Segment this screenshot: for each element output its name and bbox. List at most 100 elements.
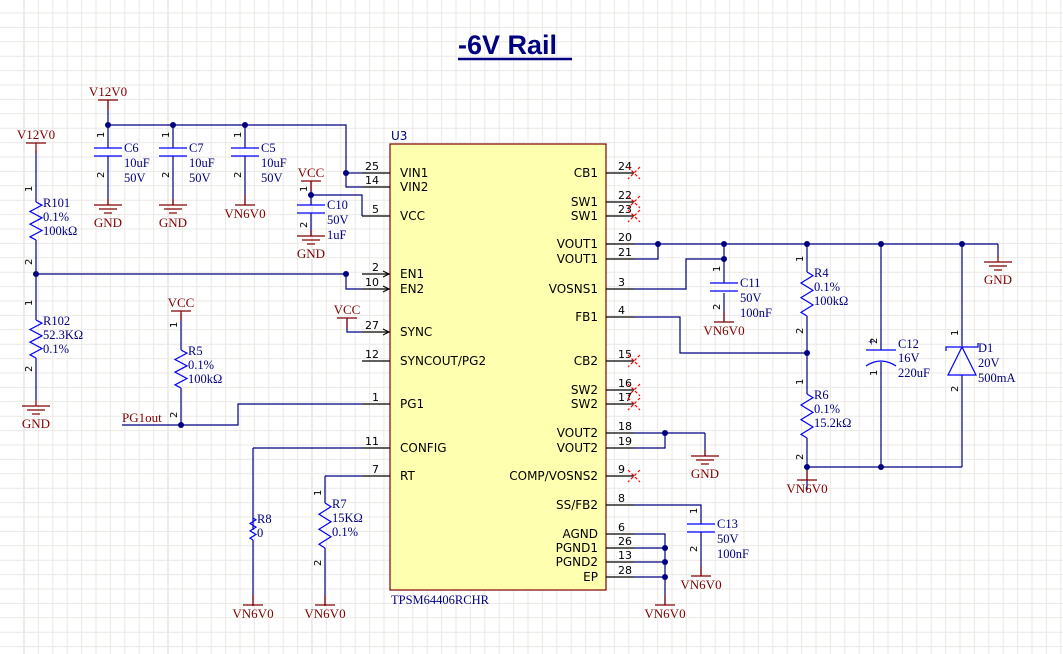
wire-fb1 — [634, 316, 807, 354]
resistor-value: 0.1% — [188, 358, 214, 372]
pin-number: 26 — [618, 535, 632, 548]
pin-number: 17 — [618, 391, 632, 404]
pin-number-marker: 1 — [96, 132, 107, 138]
no-connect-icon — [627, 354, 641, 368]
diode-d1[interactable]: D1 20V 500mA — [945, 341, 1016, 385]
junction-dot — [662, 574, 668, 580]
wire-vout2-b — [634, 433, 666, 449]
pin-number: 21 — [618, 246, 632, 259]
pin-number: 18 — [618, 420, 632, 433]
pin-number-marker: 2 — [299, 222, 310, 228]
junction-dot — [662, 559, 668, 565]
cap-ref: C6 — [124, 141, 139, 155]
title-text: -6V Rail — [458, 30, 557, 60]
pin-name: VIN2 — [400, 180, 428, 194]
ic-pin-right[interactable]: 8SS/FB2 — [556, 492, 634, 512]
resistor-ref: R5 — [188, 344, 203, 358]
pin-number: 23 — [618, 203, 632, 216]
pin-number: 20 — [618, 231, 632, 244]
pin-number-marker: 1 — [795, 379, 806, 385]
power-port-label: VCC — [298, 165, 325, 180]
wire-vin-bus — [108, 124, 362, 188]
ic-ref: U3 — [391, 129, 407, 143]
pin-number: 7 — [372, 463, 379, 476]
resistor-r6[interactable]: R60.1%15.2kΩ — [799, 388, 851, 439]
power-port-vn6v0: VN6V0 — [703, 312, 745, 338]
resistor-value2: 100kΩ — [814, 294, 848, 308]
resistor-value2: 100kΩ — [43, 224, 77, 238]
pin-number: 24 — [618, 160, 632, 173]
ic-pin-right[interactable]: 18 VOUT2 — [557, 420, 634, 440]
pin-number-marker: 2 — [161, 172, 172, 178]
pin-number: 25 — [365, 160, 379, 173]
resistor-zigzag — [799, 393, 815, 439]
pin-number-marker: 1 — [24, 186, 35, 192]
capacitor-c12[interactable]: + C12 16V 220uF — [865, 335, 930, 380]
junction-dot — [804, 464, 810, 470]
cap-rating: 100nF — [717, 547, 749, 561]
pin-name: COMP/VOSNS2 — [509, 469, 598, 483]
cap-ref: C10 — [327, 198, 348, 212]
pin-number: 19 — [618, 435, 632, 448]
resistor-r8[interactable]: R80 — [248, 512, 272, 541]
c12-plate-curved — [865, 360, 897, 367]
resistor-value2: 100kΩ — [188, 372, 222, 386]
gnd-label: GND — [691, 466, 719, 481]
pin-name: AGND — [562, 527, 598, 541]
pin-number-marker: 1 — [233, 132, 244, 138]
power-port-label: VN6V0 — [224, 206, 265, 221]
resistor-r5[interactable]: R50.1%100kΩ — [173, 344, 222, 389]
input-arrow-icon — [382, 270, 391, 278]
power-port-vn6v0: VN6V0 — [304, 595, 346, 621]
cap-rating: 1uF — [327, 228, 347, 242]
ic-pin-right[interactable]: 26 PGND1 — [556, 535, 634, 555]
pin-number-marker: 2 — [233, 172, 244, 178]
resistor-value2: 0.1% — [332, 525, 358, 539]
pin-name: CONFIG — [400, 441, 447, 455]
pin-name: PGND1 — [556, 541, 598, 555]
pin-number: 5 — [372, 203, 379, 216]
pin-number-marker: 1 — [24, 300, 35, 306]
no-connect-icon — [627, 166, 641, 180]
no-connect-icon — [627, 469, 641, 483]
resistor-r4[interactable]: R40.1%100kΩ — [799, 266, 848, 317]
pin-name: VOUT2 — [557, 426, 598, 440]
ic-body[interactable] — [389, 143, 607, 591]
